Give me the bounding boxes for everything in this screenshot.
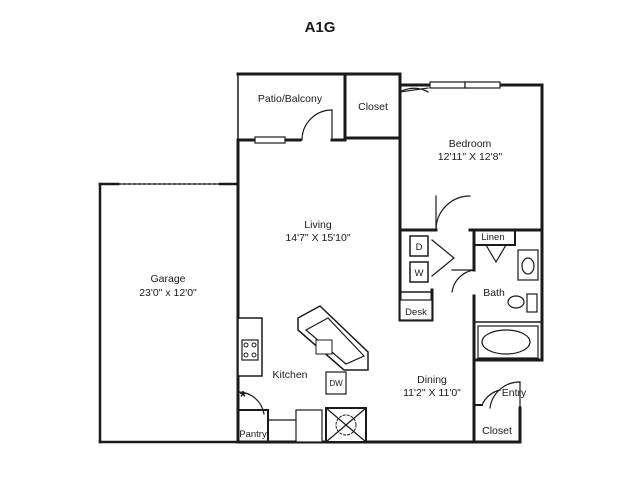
living-dims: 14'7" X 15'10" bbox=[285, 232, 350, 244]
pantry-outline bbox=[237, 391, 269, 443]
dishwasher-icon bbox=[325, 371, 347, 395]
bedroom-label: Bedroom bbox=[449, 138, 492, 150]
cooktop-icon bbox=[241, 339, 259, 361]
bedroom-dims: 12'11" X 12'8" bbox=[438, 151, 503, 163]
garage-label: Garage bbox=[150, 273, 185, 285]
patio-slider bbox=[254, 136, 286, 144]
washer-icon bbox=[409, 261, 429, 283]
bath-door-swing bbox=[451, 269, 475, 293]
entry-door-swing bbox=[489, 381, 521, 409]
dryer-label: D bbox=[416, 242, 423, 253]
garage-outline bbox=[98, 182, 240, 444]
closet-top-label: Closet bbox=[358, 101, 388, 113]
garage-dims: 23'0" x 12'0" bbox=[139, 287, 197, 299]
bath-walls bbox=[472, 228, 543, 362]
pantry-label: Pantry bbox=[239, 429, 267, 440]
bathtub bbox=[477, 325, 539, 359]
kitchen-label: Kitchen bbox=[272, 369, 307, 381]
toilet-icon bbox=[507, 295, 525, 309]
dishwasher-label: DW bbox=[329, 379, 343, 388]
kitchen-counter-left bbox=[237, 317, 263, 377]
patio-label: Patio/Balcony bbox=[258, 93, 323, 105]
toilet-tank bbox=[526, 293, 538, 313]
washer-label: W bbox=[415, 268, 424, 279]
plan-title: A1G bbox=[305, 19, 336, 36]
closet-top-door-swing bbox=[399, 87, 429, 93]
bath-label: Bath bbox=[483, 287, 505, 299]
dining-dims: 11'2" X 11'0" bbox=[403, 387, 461, 399]
refrigerator bbox=[295, 409, 323, 443]
closet-bottom-label: Closet bbox=[482, 425, 512, 437]
patio-outline bbox=[236, 72, 347, 141]
closet-bottom-door-swing bbox=[481, 389, 501, 406]
living-label: Living bbox=[304, 219, 332, 231]
star-icon: * bbox=[240, 389, 247, 406]
kitchen-island bbox=[297, 305, 369, 371]
bedroom-outline bbox=[398, 81, 544, 232]
desk-label: Desk bbox=[405, 307, 427, 318]
sink-icon bbox=[521, 257, 535, 275]
linen-label: Linen bbox=[481, 232, 504, 243]
tub-basin bbox=[481, 329, 531, 355]
laundry-bifold bbox=[431, 239, 455, 277]
kitchen-sink-icon bbox=[315, 339, 333, 355]
dining-label: Dining bbox=[417, 374, 447, 386]
desk-outline bbox=[399, 299, 433, 321]
linen-door bbox=[485, 244, 507, 264]
bedroom-door-swing bbox=[435, 195, 471, 231]
vanity bbox=[517, 249, 539, 281]
entry-label: Entry bbox=[502, 387, 527, 399]
patio-door-swing bbox=[301, 109, 333, 141]
dryer-icon bbox=[409, 235, 429, 257]
